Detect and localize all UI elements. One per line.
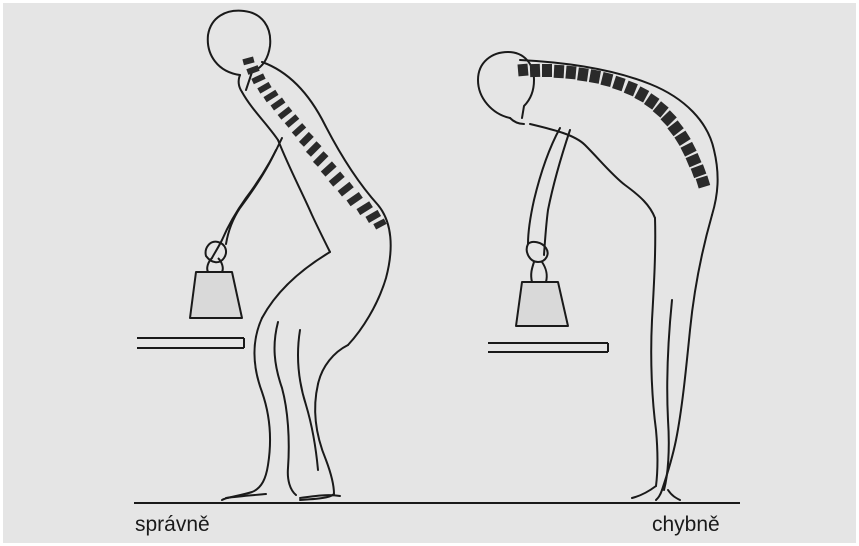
front-leg-correct bbox=[222, 318, 270, 500]
figure-wrong bbox=[478, 52, 718, 500]
spine-wrong bbox=[517, 64, 710, 189]
weight-wrong bbox=[516, 262, 568, 326]
weight-correct bbox=[190, 258, 242, 318]
figure-correct bbox=[206, 11, 391, 500]
head-wrong bbox=[478, 52, 534, 118]
shelf-wrong bbox=[488, 343, 608, 352]
caption-correct: správně bbox=[135, 514, 210, 535]
spine-correct bbox=[242, 57, 386, 230]
caption-wrong: chybně bbox=[652, 514, 720, 535]
shelf-correct bbox=[137, 338, 244, 348]
arm-wrong bbox=[544, 130, 570, 255]
